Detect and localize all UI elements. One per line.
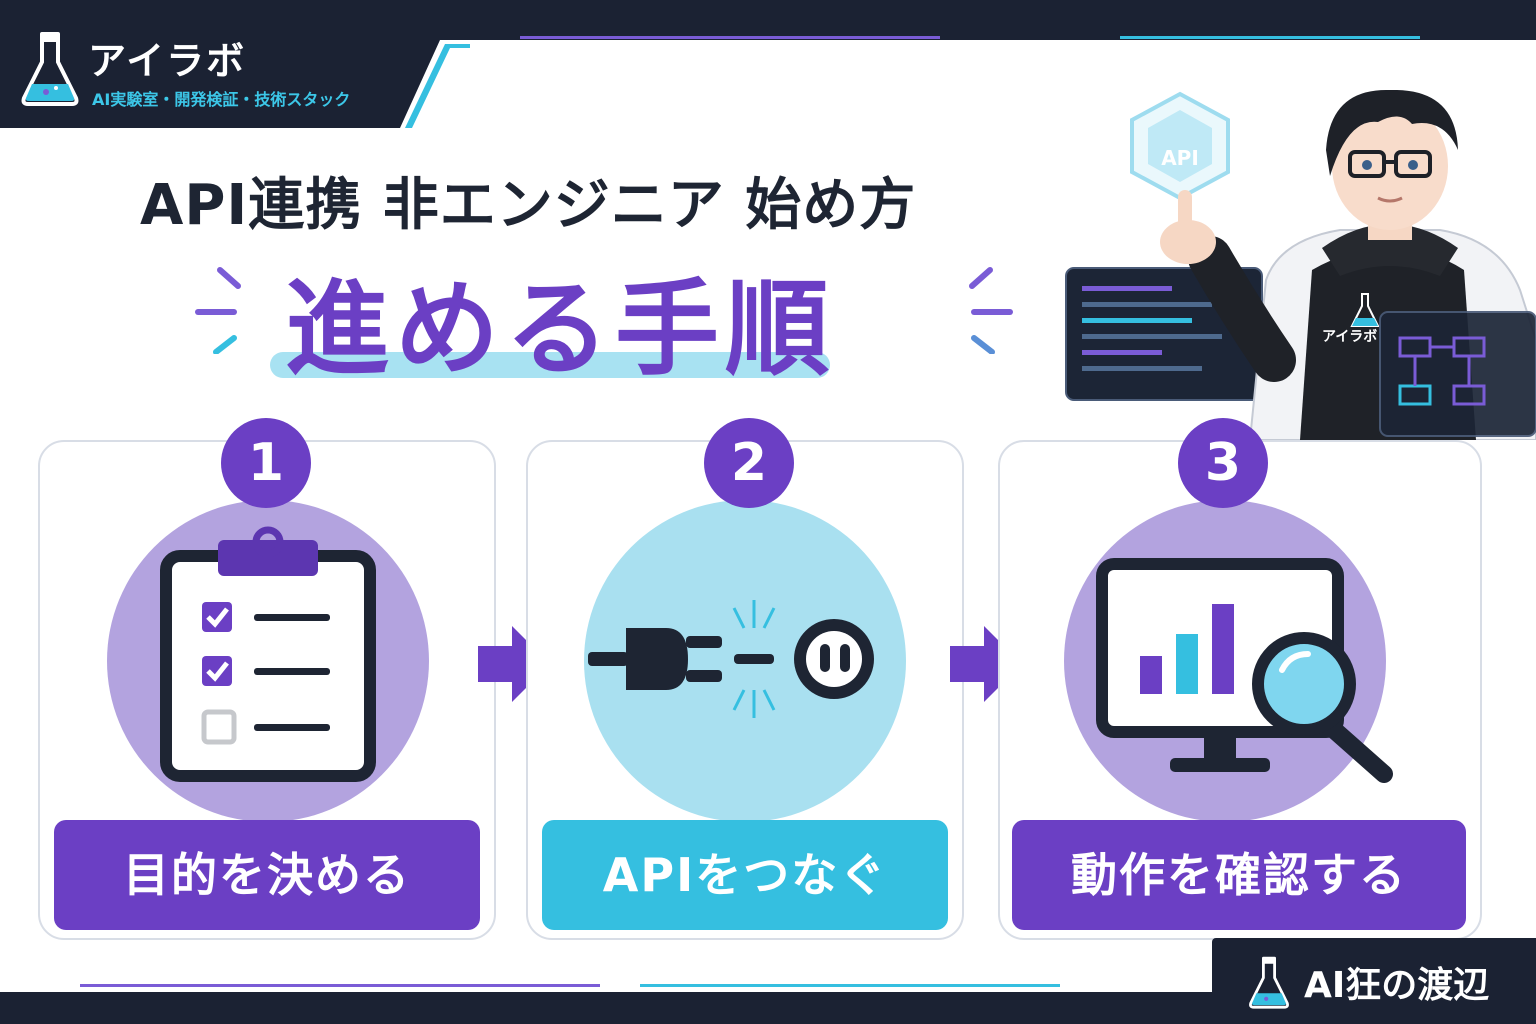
step-number-3: 3 [1178,418,1268,508]
author-badge: AI狂の渡辺 [1212,938,1536,1024]
frame-accent-line [520,36,940,39]
flask-icon [21,32,79,106]
frame-accent-line [80,984,600,987]
hoodie-logo-text: アイラボ [1322,329,1378,345]
subtitle: 進める手順 [284,268,835,390]
subtitle-block: 進める手順 [180,240,940,390]
spark-left-icon [195,267,241,354]
brand-panel-shape [0,0,470,128]
step-number-2: 2 [704,418,794,508]
author-name: AI狂の渡辺 [1304,965,1490,1006]
monitor-chart-search-icon [1096,558,1393,783]
arrow-right-icon [950,626,1022,702]
plug-socket-icon [588,600,874,718]
step-number-1: 1 [221,418,311,508]
frame-accent-line [1120,36,1420,39]
brand-name: アイラボ [88,39,247,83]
spark-right-icon [969,267,1013,354]
step-label-1: 目的を決める [54,820,480,930]
brand-tagline: AI実験室・開発検証・技術スタック [92,90,351,109]
frame-accent-line [640,984,1060,987]
brand-header: アイラボ AI実験室・開発検証・技術スタック [0,0,470,128]
step-label-2: APIをつなぐ [542,820,948,930]
flask-icon [1249,956,1289,1009]
character-illustration: API アイラボ [1060,80,1536,440]
subtitle-underline [270,352,830,378]
arrow-right-icon [478,626,550,702]
headline: API連携 非エンジニア 始め方 [140,173,917,238]
api-badge-label: API [1161,146,1199,170]
developer-avatar [1065,89,1536,440]
clipboard-checklist-icon [160,526,376,782]
step-label-3: 動作を確認する [1012,820,1466,930]
